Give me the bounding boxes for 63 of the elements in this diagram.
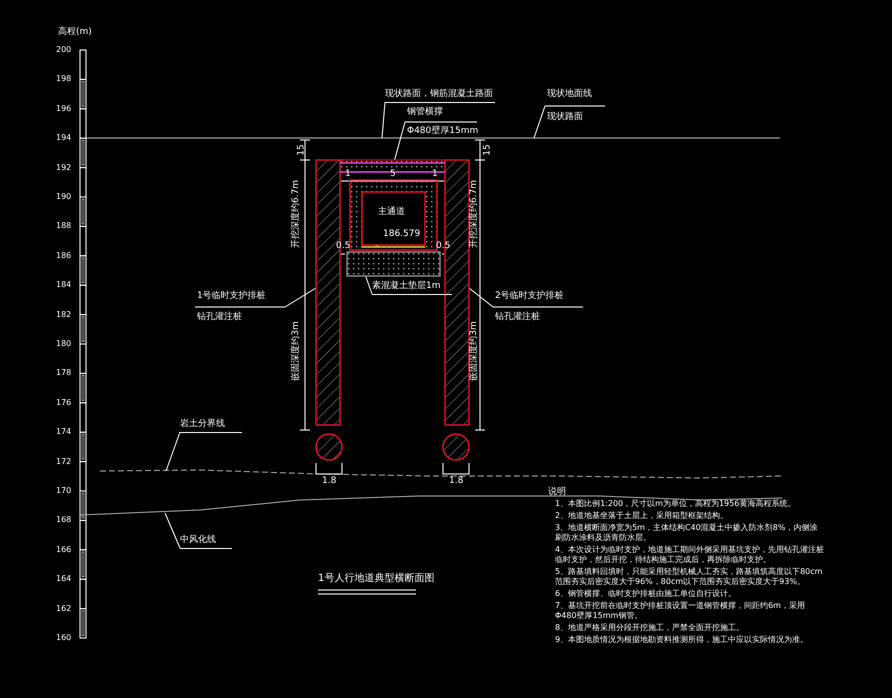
elevation-tick-label: 174 xyxy=(56,426,72,438)
elevation-tick-label: 182 xyxy=(56,308,72,321)
note-text: 3、地道横断面净宽为5m，主体结构C40混凝土中掺入防水剂8%，内侧涂刷防水涂料及沥青防水层。 xyxy=(555,523,818,543)
elevation-tick-label: 162 xyxy=(56,602,72,615)
drawing-title: 1号人行地道典型横断面图 xyxy=(318,573,434,585)
elevation-tick-label: 200 xyxy=(56,44,72,56)
leader-line xyxy=(534,106,546,138)
leader-line xyxy=(164,512,180,548)
note-text: 5、路基填料回填时，只能采用轻型机械人工夯实，路基填筑高度以下80cm范围夯实后密实度大于96%，80cm以下范围夯实后密实度大于93%。 xyxy=(555,567,824,587)
elevation-tick-label: 170 xyxy=(56,485,72,497)
callout-text: 1号临时支护排桩 xyxy=(197,290,266,302)
channel-label: 主通道 xyxy=(378,206,405,218)
note-text: 8、地道严格采用分段开挖施工，严禁全面开挖施工。 xyxy=(555,623,746,633)
elevation-tick-label: 186 xyxy=(56,250,72,262)
leader-line xyxy=(166,432,180,472)
elevation-tick-label: 192 xyxy=(56,162,72,174)
note-text: 1、本图比例1:200，尺寸以m为单位，高程为1956黄海高程系统。 xyxy=(555,499,796,509)
elevation-tick-label: 188 xyxy=(56,220,72,232)
notes-heading: 说明 xyxy=(548,486,566,498)
elevation-tick-label: 160 xyxy=(56,632,72,644)
callout-text: 岩土分界线 xyxy=(180,418,242,433)
leader-line xyxy=(468,288,494,308)
dimension-text: 开挖深度约6.7m xyxy=(468,180,480,248)
elevation-tick-label: 184 xyxy=(56,279,72,292)
leader-line xyxy=(365,276,372,294)
note-text: 7、基坑开挖前在临时支护排桩顶设置一道钢管横撑，间距约6m，采用Φ480壁厚15mm钢管。 xyxy=(555,601,806,621)
callout-text: 中风化线 xyxy=(180,534,232,549)
dimension-text: 1.8 xyxy=(449,475,464,487)
callout-text: 钻孔灌注桩 xyxy=(197,311,242,323)
dimension-text: 1.8 xyxy=(322,475,336,487)
elevation-tick-label: 196 xyxy=(56,102,72,115)
elevation-tick-label: 190 xyxy=(56,191,72,203)
dimension-text: 15 xyxy=(482,144,494,156)
leader-line xyxy=(394,122,406,160)
dimension-text: 开挖深度约6.7m xyxy=(290,180,302,248)
axis-title: 高程(m) xyxy=(58,26,92,38)
elevation-tick-label: 164 xyxy=(56,573,72,586)
dimension-text: 嵌固深度约3m xyxy=(468,321,480,381)
callout-text: 钻孔灌注桩 xyxy=(495,311,540,323)
elevation-tick-label: 176 xyxy=(56,396,72,409)
note-text: 4、本次设计为临时支护，地道施工期间外侧采用基坑支护，先用钻孔灌注桩临时支护，然后开挖，待结构施工完成后，再拆除临时支护。 xyxy=(555,545,825,565)
elevation-tick-label: 178 xyxy=(56,367,72,380)
note-text: 9、本图地质情况为根据地勘资料推测所得，施工中应以实际情况为准。 xyxy=(555,635,810,645)
elevation-tick-label: 172 xyxy=(56,456,72,468)
callout-text: Φ480壁厚15mm xyxy=(407,125,478,137)
elevation-tick-label: 180 xyxy=(56,338,72,350)
callout-text: 钢管横撑 xyxy=(407,106,443,118)
callout-text: 现状路面 xyxy=(547,111,583,123)
note-text: 2、地道地基坐落于土层上，采用箱型框架结构。 xyxy=(555,511,730,521)
note-text: 6、钢管横撑、临时支护排桩由施工单位自行设计。 xyxy=(555,589,738,599)
elevation-tick-label: 166 xyxy=(56,544,72,556)
elevation-tick-label: 198 xyxy=(56,73,72,86)
elevation-tick-label: 194 xyxy=(56,132,72,144)
callout-text: 素混凝土垫层1m xyxy=(372,280,452,295)
elevation-value: 186.579 xyxy=(383,228,420,240)
elevation-tick-label: 168 xyxy=(56,514,72,526)
dimension-text: 嵌固深度约3m xyxy=(290,321,302,381)
leader-line xyxy=(284,288,316,308)
dimension-text: 15 xyxy=(296,144,308,156)
callout-text: 现状地面线 xyxy=(547,88,592,100)
leader-line xyxy=(382,102,386,138)
callout-text: 2号临时支护排桩 xyxy=(495,290,564,302)
callout-text: 现状路面，钢筋混凝土路面 xyxy=(385,88,495,103)
